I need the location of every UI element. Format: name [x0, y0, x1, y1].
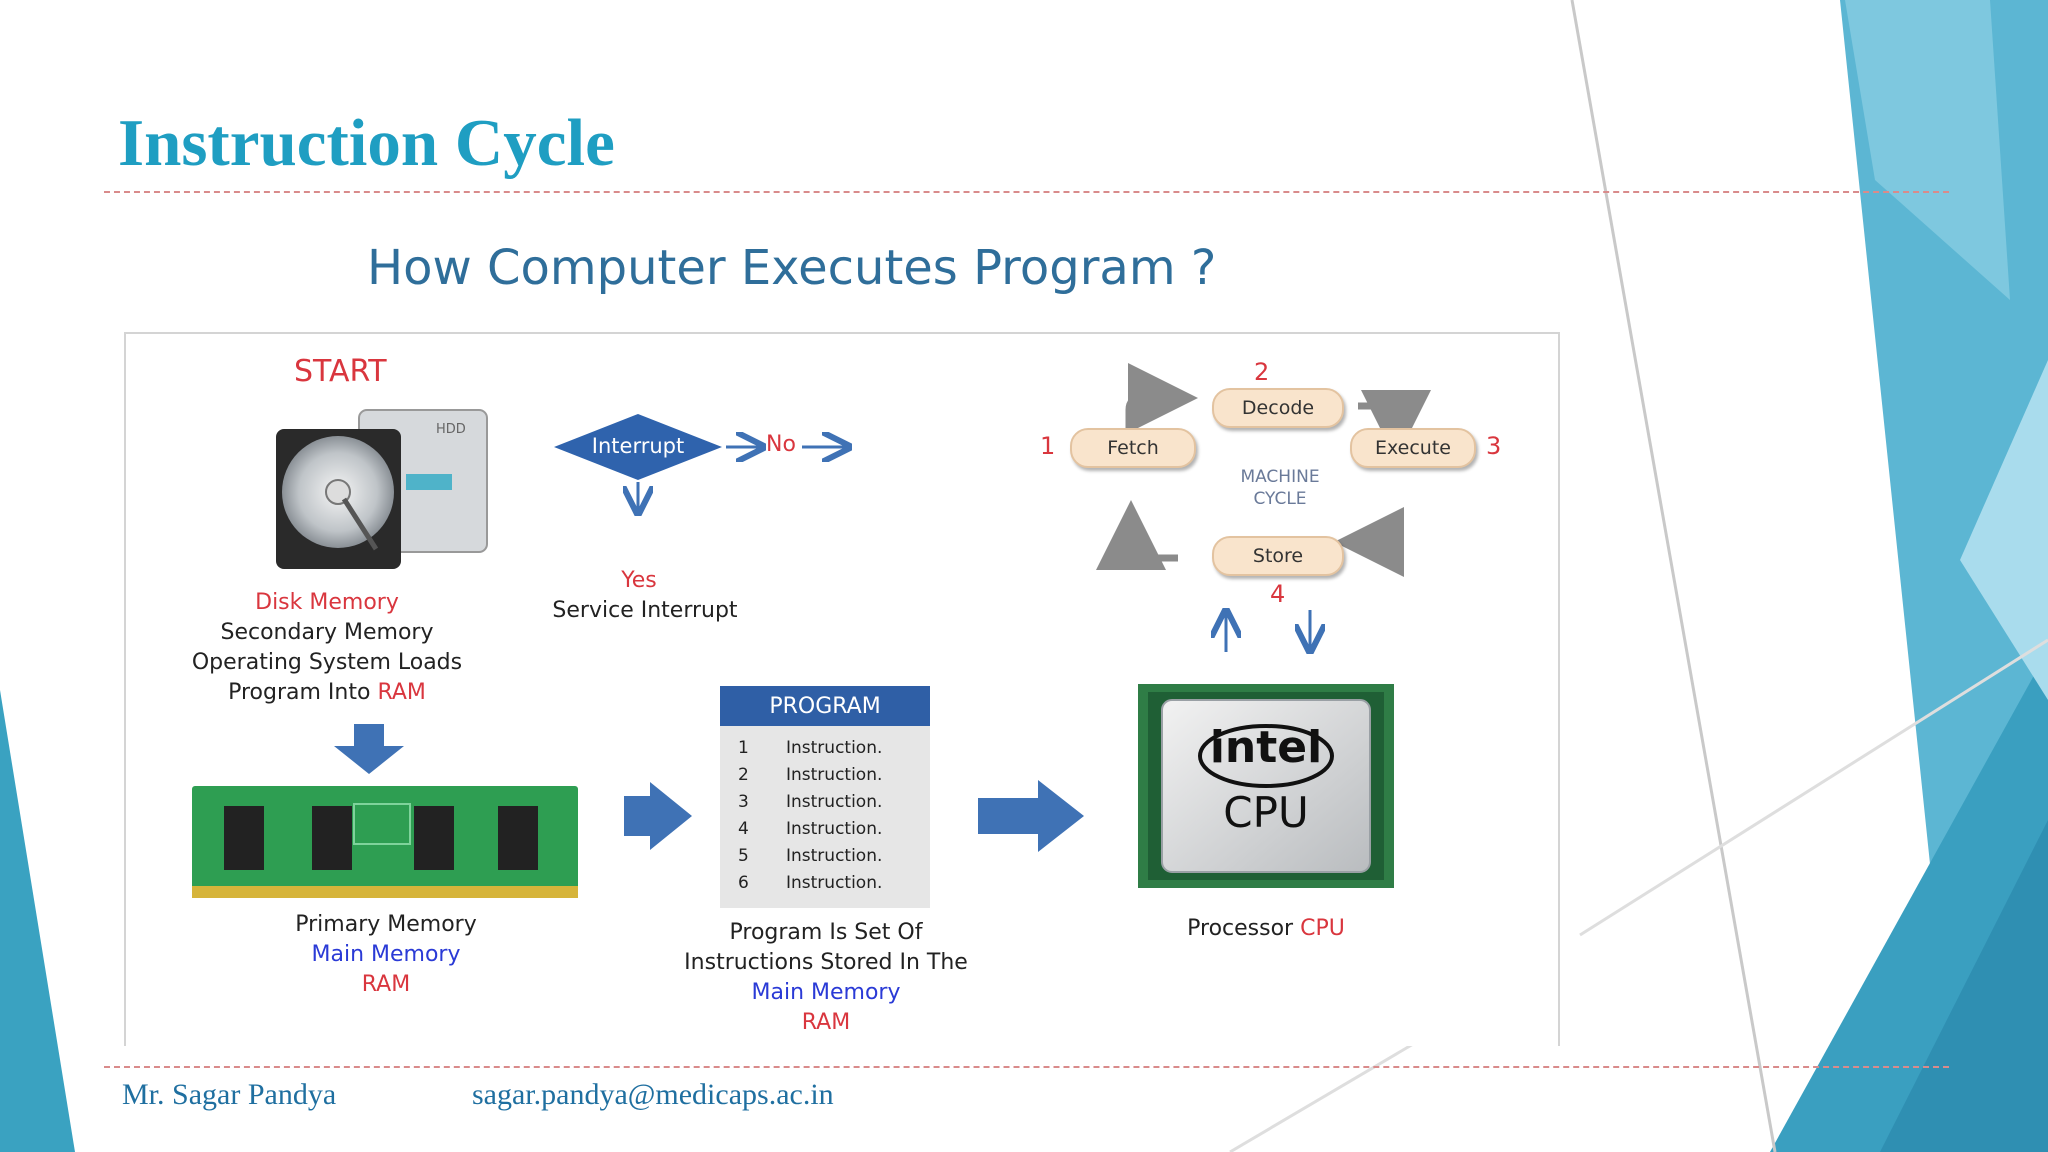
program-header: PROGRAM: [720, 686, 930, 726]
store-step: Store: [1212, 536, 1344, 576]
step-number: 2: [1254, 358, 1270, 386]
cycle-arrow-icon: [1334, 507, 1404, 577]
main-memory-label: Main Memory: [311, 942, 461, 967]
figure-graphics: [192, 363, 1431, 898]
row-text: Instruction.: [786, 765, 883, 785]
program-into-ram-label: Program Into RAM: [126, 680, 528, 705]
footer-divider: [104, 1066, 1949, 1068]
program-row: 5 Instruction.: [720, 846, 930, 873]
cycle-arrow-icon: [1125, 363, 1198, 433]
row-text: Instruction.: [786, 792, 883, 812]
row-number: 1: [738, 738, 749, 758]
processor-text: Processor: [1187, 916, 1294, 941]
right-light-facet: [1845, 0, 2010, 300]
ram-stick-icon: [192, 786, 578, 898]
execute-step: Execute: [1350, 428, 1476, 468]
program-caption-line3: Main Memory: [751, 980, 901, 1005]
decode-step: Decode: [1212, 388, 1344, 428]
program-caption-line1: Program Is Set Of: [729, 920, 923, 945]
step-number: 4: [1270, 580, 1286, 608]
fetch-step: Fetch: [1070, 428, 1196, 468]
deco-line: [1570, 0, 1777, 1152]
secondary-memory-label: Secondary Memory: [220, 620, 434, 645]
machine-cycle-line2: CYCLE: [1253, 489, 1307, 509]
cpu-chip-icon: [1138, 684, 1394, 888]
hdd-label: HDD: [436, 422, 466, 437]
footer-email: sagar.pandya@medicaps.ac.in: [472, 1078, 834, 1111]
cpu-chip-label: CPU: [1223, 788, 1309, 837]
right-arrow-icon: [978, 780, 1084, 852]
right-arrow-icon: [624, 782, 692, 850]
start-label: START: [294, 354, 387, 389]
instruction-cycle-figure: START HDD Disk Memory Secondary Memory O…: [124, 332, 1560, 1046]
footer-author: Mr. Sagar Pandya: [122, 1078, 337, 1111]
slide-title: Instruction Cycle: [118, 106, 615, 180]
cpu-text: CPU: [1300, 916, 1345, 941]
row-text: Instruction.: [786, 846, 883, 866]
program-into-text: Program Into: [228, 680, 371, 705]
bottom-right-dark-facet: [1880, 820, 2048, 1152]
row-text: Instruction.: [786, 873, 883, 893]
row-text: Instruction.: [786, 738, 883, 758]
program-row: 4 Instruction.: [720, 819, 930, 846]
program-caption-line4: RAM: [801, 1010, 851, 1035]
program-row: 3 Instruction.: [720, 792, 930, 819]
os-loads-label: Operating System Loads: [191, 650, 463, 675]
figure-heading: How Computer Executes Program ?: [367, 240, 1217, 296]
machine-cycle-line1: MACHINE: [1240, 467, 1320, 487]
down-arrow-icon: [334, 724, 404, 774]
cycle-arrow-icon: [1358, 390, 1431, 460]
program-row: 2 Instruction.: [720, 765, 930, 792]
title-divider: [104, 191, 1949, 193]
deco-line: [1229, 1038, 1421, 1152]
step-number: 1: [1040, 432, 1056, 460]
program-row: 1 Instruction.: [720, 738, 930, 765]
service-interrupt-label: Service Interrupt: [552, 598, 738, 623]
row-number: 4: [738, 819, 749, 839]
ram-text: RAM: [377, 680, 426, 705]
row-number: 2: [738, 765, 749, 785]
yes-label: Yes: [621, 568, 657, 593]
cycle-arrow-icon: [1096, 500, 1178, 570]
left-teal-band: [0, 690, 75, 1152]
intel-logo: intel: [1209, 722, 1323, 773]
program-caption-line2: Instructions Stored In The: [684, 950, 968, 975]
row-text: Instruction.: [786, 819, 883, 839]
deco-line: [1579, 638, 2048, 937]
row-number: 6: [738, 873, 749, 893]
interrupt-diamond: [554, 414, 722, 480]
hdd-icon: [276, 409, 488, 569]
program-row: 6 Instruction.: [720, 873, 930, 900]
disk-memory-label: Disk Memory: [255, 590, 399, 615]
step-number: 3: [1486, 432, 1502, 460]
processor-cpu-label: Processor CPU: [1166, 916, 1366, 941]
right-pale-facet: [1960, 360, 2048, 700]
interrupt-label: Interrupt: [591, 434, 685, 458]
row-number: 5: [738, 846, 749, 866]
ram-label: RAM: [361, 972, 411, 997]
primary-memory-label: Primary Memory: [295, 912, 477, 937]
no-label: No: [766, 432, 796, 457]
row-number: 3: [738, 792, 749, 812]
